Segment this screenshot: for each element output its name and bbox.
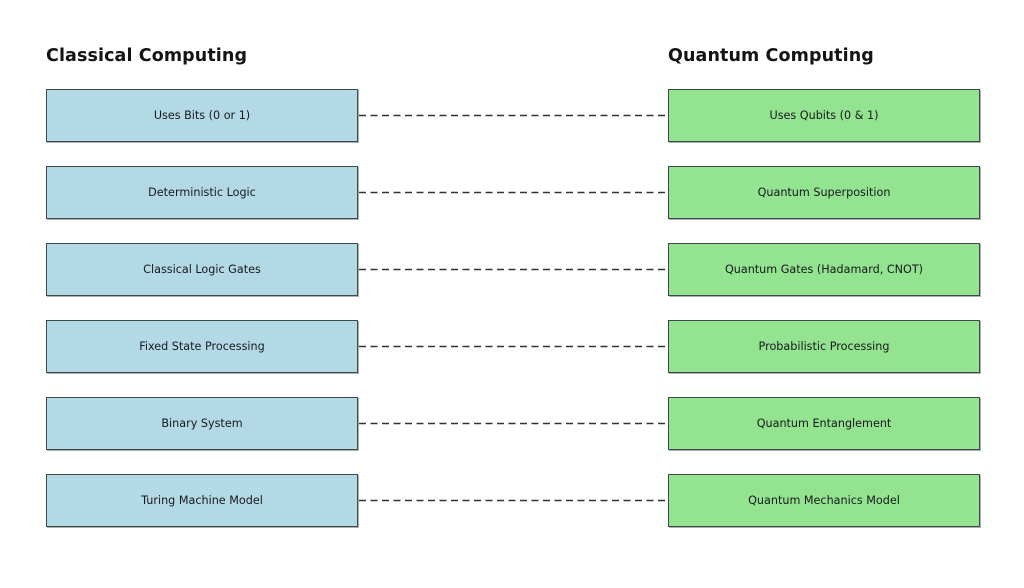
classical-column: Uses Bits (0 or 1) Deterministic Logic C… [46,89,358,527]
node-label: Quantum Superposition [757,185,891,199]
node-classical-6[interactable]: Turing Machine Model [46,474,358,527]
node-label: Binary System [161,416,243,430]
column-title-classical: Classical Computing [46,46,248,66]
node-label: Quantum Mechanics Model [748,493,900,507]
node-quantum-5[interactable]: Quantum Entanglement [668,397,980,450]
column-title-quantum: Quantum Computing [668,46,874,66]
node-label: Uses Qubits (0 & 1) [769,108,879,122]
node-quantum-6[interactable]: Quantum Mechanics Model [668,474,980,527]
quantum-column: Uses Qubits (0 & 1) Quantum Superpositio… [668,89,980,527]
node-classical-1[interactable]: Uses Bits (0 or 1) [46,89,358,142]
node-label: Turing Machine Model [141,493,263,507]
node-label: Fixed State Processing [139,339,265,353]
node-label: Quantum Gates (Hadamard, CNOT) [724,262,924,276]
node-classical-5[interactable]: Binary System [46,397,358,450]
node-quantum-3[interactable]: Quantum Gates (Hadamard, CNOT) [668,243,980,296]
node-label: Probabilistic Processing [758,339,890,353]
node-classical-4[interactable]: Fixed State Processing [46,320,358,373]
node-quantum-4[interactable]: Probabilistic Processing [668,320,980,373]
node-classical-3[interactable]: Classical Logic Gates [46,243,358,296]
node-classical-2[interactable]: Deterministic Logic [46,166,358,219]
node-label: Uses Bits (0 or 1) [153,108,251,122]
node-quantum-2[interactable]: Quantum Superposition [668,166,980,219]
node-label: Quantum Entanglement [756,416,892,430]
node-quantum-1[interactable]: Uses Qubits (0 & 1) [668,89,980,142]
node-label: Classical Logic Gates [143,262,261,276]
node-label: Deterministic Logic [148,185,256,199]
